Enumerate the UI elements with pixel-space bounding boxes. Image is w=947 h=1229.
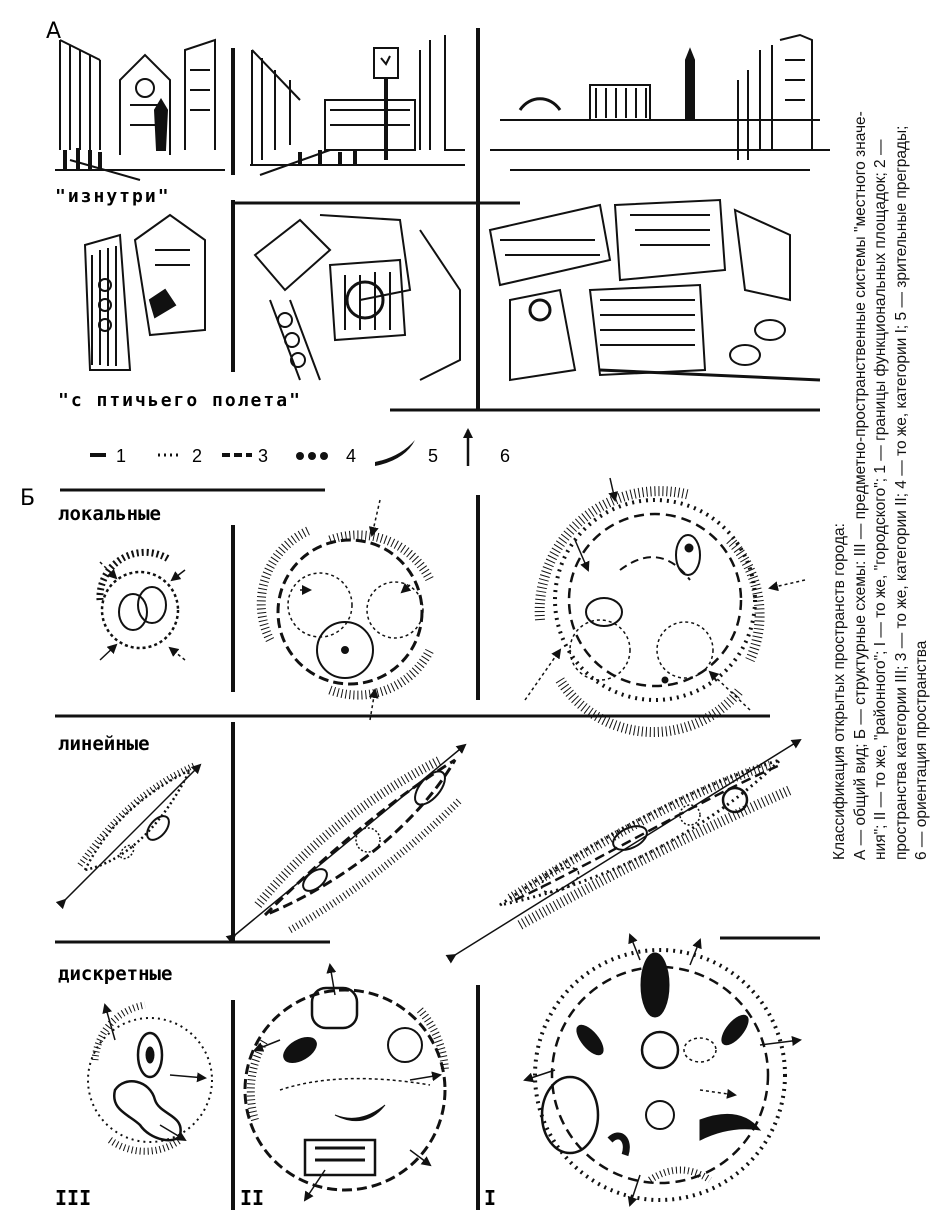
panel-b-letter: Б	[20, 486, 35, 511]
sketch-bird-district	[253, 214, 461, 381]
row-label-discrete: дискретные	[58, 963, 172, 985]
column-numeral-ii: II	[240, 1186, 264, 1210]
caption-line: А — общий вид; Б — структурные схемы: II…	[851, 111, 869, 860]
column-numeral-i: I	[484, 1186, 496, 1210]
diagram-local-iii	[96, 548, 186, 661]
diagram-linear-iii	[55, 762, 202, 910]
sketch-clock-square	[250, 35, 465, 176]
caption-line: пространства категории III; 3 — то же, к…	[892, 125, 910, 860]
sketch-street-church	[55, 38, 225, 181]
caption-line: ния"; II — то же, "районного"; I — то же…	[872, 139, 889, 861]
row-label-local: локальные	[58, 503, 161, 525]
legend-num-5: 5	[428, 446, 438, 466]
legend-num-1: 1	[116, 446, 126, 466]
legend-num-6: 6	[500, 446, 510, 466]
figure-caption: Классификация открытых пространств город…	[830, 30, 933, 860]
legend: 1 2 3 4 5 6	[90, 428, 510, 466]
diagram-linear-i	[445, 738, 802, 964]
legend-num-3: 3	[258, 446, 268, 466]
diagram-local-i	[524, 477, 806, 738]
panel-a-grid	[231, 28, 820, 412]
diagram-discrete-i	[523, 933, 802, 1207]
panel-a-letter: А	[46, 19, 61, 44]
label-inside: "изнутри"	[55, 186, 171, 207]
legend-num-2: 2	[192, 446, 202, 466]
diagram-discrete-iii	[87, 1001, 213, 1155]
panel-b-grid	[55, 488, 820, 1210]
caption-line: Классификация открытых пространств город…	[831, 523, 848, 860]
caption-line: 6 — ориентация пространства	[913, 640, 930, 860]
column-numeral-iii: III	[55, 1186, 91, 1210]
legend-symbol-bold-dots	[296, 452, 328, 460]
diagram-linear-ii	[225, 743, 467, 944]
sketch-bird-small	[83, 213, 206, 371]
legend-symbol-barrier	[375, 440, 415, 466]
diagram-local-ii	[256, 499, 435, 721]
label-bird-view: "с птичьего полета"	[58, 390, 302, 411]
sketch-bird-city	[488, 198, 821, 382]
sketch-monument-square	[490, 33, 830, 171]
diagram-discrete-ii	[243, 963, 449, 1202]
legend-num-4: 4	[346, 446, 356, 466]
row-label-linear: линейные	[58, 733, 150, 755]
